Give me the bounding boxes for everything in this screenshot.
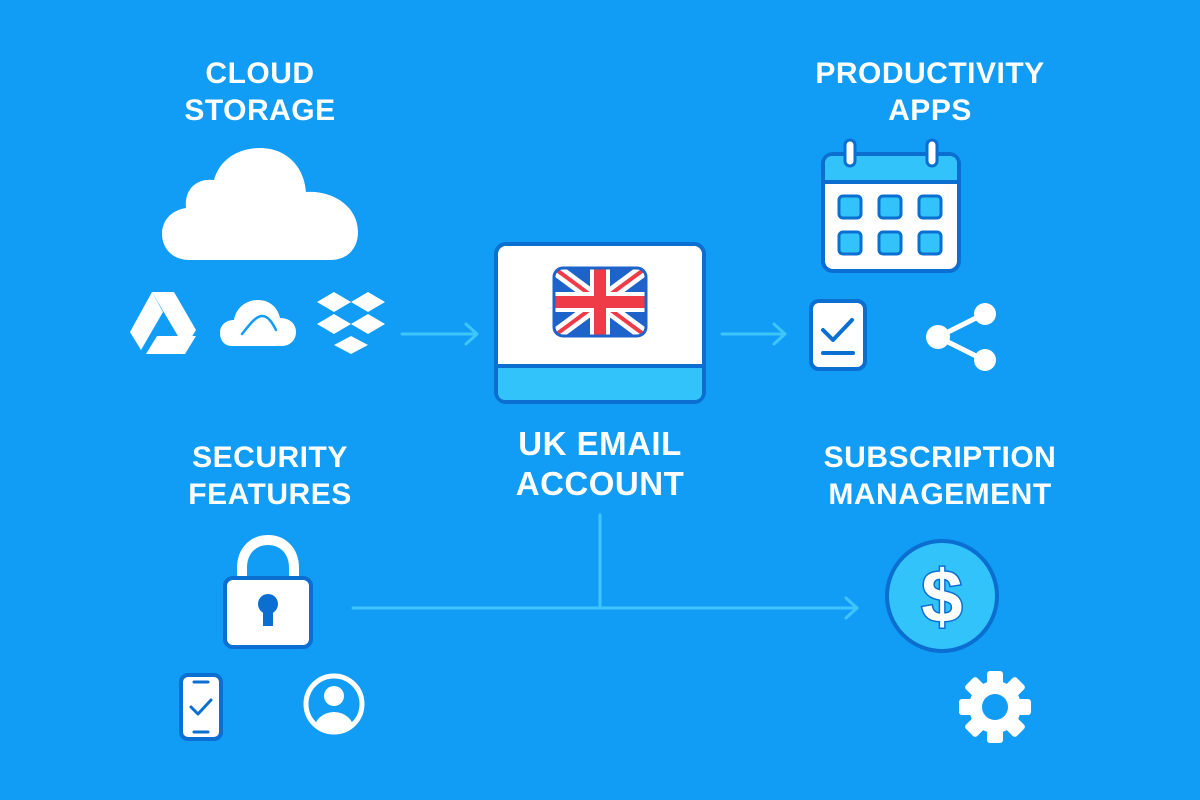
title-line: MANAGEMENT <box>828 477 1052 511</box>
productivity-apps-title: PRODUCTIVITY APPS <box>750 56 1110 129</box>
title-line: APPS <box>888 93 972 127</box>
title-line: ACCOUNT <box>515 465 685 503</box>
title-line: SUBSCRIPTION <box>823 441 1057 474</box>
calendar-icon <box>821 138 961 273</box>
title-line: FEATURES <box>188 477 352 511</box>
title-line: STORAGE <box>184 93 336 127</box>
arrow-email-to-productivity <box>720 322 787 346</box>
subscription-management-title: SUBSCRIPTION MANAGEMENT <box>790 440 1090 513</box>
uk-email-card-icon <box>494 242 706 404</box>
dollar-coin-icon: $ <box>885 539 999 653</box>
cloud-icon <box>162 148 358 260</box>
arrow-cloud-to-email <box>400 322 479 346</box>
title-line: UK EMAIL <box>518 425 682 462</box>
dropbox-icon <box>317 292 385 354</box>
uk-flag-icon <box>552 266 648 338</box>
google-drive-icon <box>130 292 196 354</box>
share-icon <box>926 303 996 371</box>
arrow-security-to-subscription <box>351 596 859 620</box>
phone-verify-icon <box>179 673 223 741</box>
gear-icon <box>959 671 1031 743</box>
uk-email-account-title: UK EMAIL ACCOUNT <box>460 424 740 505</box>
checklist-document-icon <box>809 299 867 371</box>
title-line: SECURITY <box>192 441 348 474</box>
security-features-title: SECURITY FEATURES <box>150 440 390 513</box>
title-line: CLOUD <box>205 57 315 90</box>
onedrive-cloud-icon <box>220 300 296 346</box>
padlock-icon <box>223 534 313 649</box>
title-line: PRODUCTIVITY <box>815 57 1045 90</box>
svg-text:$: $ <box>921 555 962 638</box>
cloud-storage-title: CLOUD STORAGE <box>140 56 380 129</box>
user-profile-icon <box>303 673 365 735</box>
